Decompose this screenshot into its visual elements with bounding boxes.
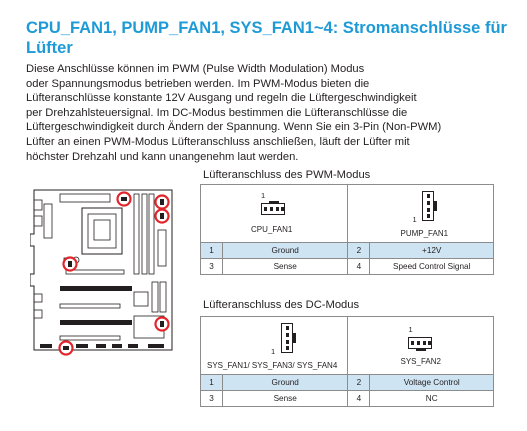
pin-number: 2 [347,242,371,259]
intro-paragraph: Diese Anschlüsse können im PWM (Pulse Wi… [26,62,521,164]
pump-fan-label: PUMP_FAN1 [400,229,449,238]
table-row: 3 Sense 4 NC [200,390,494,407]
cpu-fan-connector-diagram: 1 CPU_FAN1 [199,184,349,243]
intro-line: oder Spannungsmodus betrieben werden. Im… [26,77,370,90]
sys-fan-134-connector-diagram: 1 SYS_FAN1/ SYS_FAN3/ SYS_FAN4 [199,316,349,375]
fan-header-highlights [58,191,170,356]
highlight-circle-icon [154,194,170,210]
pin-signal: Sense [221,390,349,407]
motherboard-outline-icon [29,189,173,351]
pin1-marker: 1 [412,215,417,224]
highlight-circle-icon [58,340,74,356]
pin-number: 3 [200,258,223,275]
sys-fan-134-label: SYS_FAN1/ SYS_FAN3/ SYS_FAN4 [207,361,338,370]
pin-number: 1 [200,242,223,259]
pin-number: 1 [200,374,223,391]
connector-4pin-horizontal-icon [261,201,285,215]
pwm-pin-table: 1 CPU_FAN1 1 PUMP_FAN1 1 Ground [199,184,494,275]
pin-signal: NC [369,390,494,407]
connector-4pin-vertical-icon [422,191,438,221]
intro-line: Lüfteranschlüsse konstante 12V Ausgang u… [26,92,417,105]
table-row: 1 Ground 2 +12V [200,242,494,259]
dc-mode-label: Lüfteranschluss des DC-Modus [203,299,360,311]
intro-line: höchster Drehzahl und kann unangenehm la… [26,150,299,163]
pin-signal: +12V [369,242,494,259]
pin-number: 4 [347,258,371,275]
pin-signal: Sense [221,258,349,275]
pin-number: 3 [200,390,223,407]
intro-line: Lüftergeschwindigkeit durch Ändern der S… [26,121,442,134]
pwm-mode-label: Lüfteranschluss des PWM-Modus [203,169,371,181]
connector-4pin-horizontal-icon [408,337,433,351]
motherboard-diagram [29,186,178,356]
connector-4pin-vertical-icon [281,323,296,353]
pump-fan-connector-diagram: 1 PUMP_FAN1 [347,184,494,243]
pin1-marker: 1 [408,325,413,334]
highlight-circle-icon [116,191,132,207]
pin-signal: Voltage Control [369,374,494,391]
pin-number: 4 [347,390,371,407]
highlight-circle-icon [154,316,170,332]
cpu-fan-label: CPU_FAN1 [251,225,293,234]
pin1-marker: 1 [261,191,266,200]
pin-number: 2 [347,374,371,391]
highlight-circle-icon [62,256,78,272]
intro-line: Diese Anschlüsse können im PWM (Pulse Wi… [26,63,365,75]
pin-signal: Speed Control Signal [369,258,494,275]
pin1-marker: 1 [271,347,276,356]
pin-signal: Ground [221,374,349,391]
sys-fan2-label: SYS_FAN2 [400,357,441,366]
table-row: 1 Ground 2 Voltage Control [200,374,494,391]
intro-line: per Drehzahlsteuersignal. Im DC-Modus be… [26,106,408,119]
highlight-circle-icon [154,208,170,224]
table-row: 3 Sense 4 Speed Control Signal [200,258,494,275]
section-heading: CPU_FAN1, PUMP_FAN1, SYS_FAN1~4: Stroman… [26,19,507,57]
dc-pin-table: 1 SYS_FAN1/ SYS_FAN3/ SYS_FAN4 1 SYS_FAN… [199,316,494,407]
pin-signal: Ground [221,242,349,259]
intro-line: Lüfter an einen PWM-Modus Lüfteranschlus… [26,135,410,148]
sys-fan2-connector-diagram: 1 SYS_FAN2 [347,316,494,375]
